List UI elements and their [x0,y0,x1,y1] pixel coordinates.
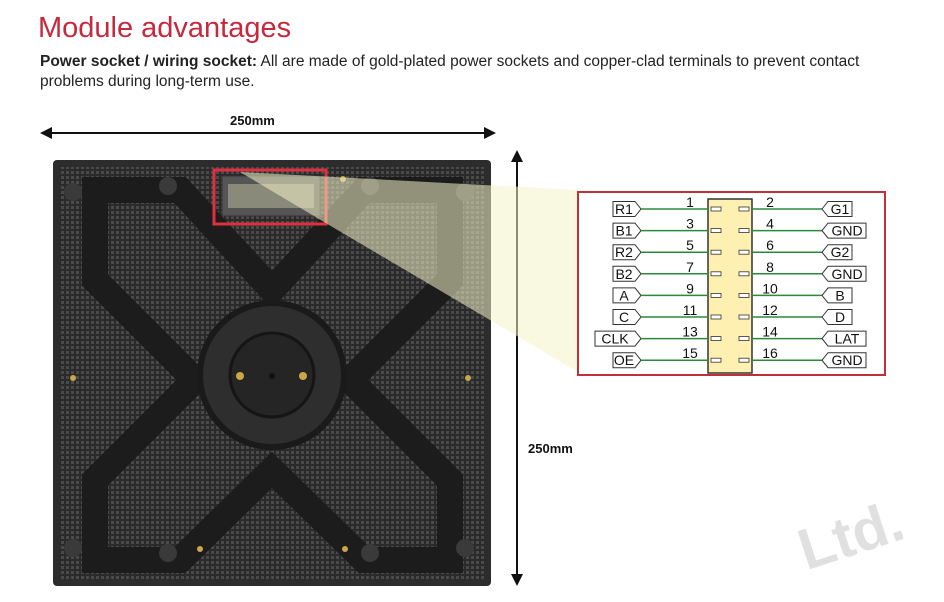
left-pin-number: 13 [682,324,698,340]
right-pin-stub [738,357,750,363]
pin-row: OE 15 16 GND [612,345,867,369]
left-signal-tag [612,222,642,239]
left-pin-number: 15 [682,345,698,361]
right-pin-stub [738,314,750,320]
left-signal-tag [612,201,642,217]
right-pin-number: 8 [766,259,774,275]
page-title: Module advantages [38,12,292,44]
right-signal-label: G1 [831,201,850,217]
left-signal-label: R2 [615,244,633,260]
right-pin-number: 2 [766,194,774,210]
left-signal-label: OE [614,352,634,368]
right-pin-number: 14 [762,324,778,340]
right-pin-number: 4 [766,216,774,232]
left-signal-tag [612,244,642,261]
right-signal-label: GND [831,266,862,282]
left-signal-label: B2 [615,266,632,282]
width-dimension-arrow [40,127,496,139]
description: Power socket / wiring socket: All are ma… [40,52,900,92]
left-pin-number: 7 [686,259,694,275]
pin-row: C 11 12 D [612,302,853,325]
left-pin-stub [710,336,722,342]
right-pin-stub [738,228,750,234]
left-signal-label: R1 [615,201,633,217]
left-signal-tag [612,287,642,304]
pin-row: A 9 10 B [612,280,853,304]
pin-row: R1 1 2 G1 [612,194,853,217]
pin-row: R2 5 6 G2 [612,237,853,261]
left-pin-stub [710,206,722,212]
right-signal-label: G2 [831,244,850,260]
left-pin-number: 5 [686,237,694,253]
right-signal-label: B [835,287,844,303]
right-pin-number: 16 [762,345,778,361]
right-signal-tag [821,330,867,347]
module-body [53,160,491,586]
right-signal-label: LAT [835,331,860,347]
right-signal-label: GND [831,223,862,239]
right-pin-stub [738,249,750,255]
left-pin-stub [710,357,722,363]
right-pin-number: 12 [762,302,778,318]
left-pin-stub [710,271,722,277]
width-label: 250mm [230,113,275,128]
right-pin-number: 6 [766,237,774,253]
right-pin-number: 10 [762,280,778,296]
right-signal-tag [821,201,853,217]
right-pin-stub [738,206,750,212]
right-pin-stub [738,292,750,298]
right-pin-stub [738,271,750,277]
left-pin-number: 9 [686,280,694,296]
right-signal-tag [821,309,853,325]
left-pin-stub [710,249,722,255]
left-signal-tag [612,309,642,325]
left-pin-stub [710,228,722,234]
left-signal-tag [612,352,642,369]
pin-row: CLK 13 14 LAT [594,324,867,347]
zoom-wedge [240,172,578,372]
description-text: All are made of gold-plated power socket… [40,53,860,90]
left-signal-label: C [619,309,629,325]
right-signal-tag [821,244,853,261]
left-signal-label: CLK [601,331,629,347]
left-pin-number: 3 [686,216,694,232]
right-signal-label: D [835,309,845,325]
right-signal-tag [821,222,867,239]
left-signal-label: B1 [615,223,632,239]
left-pin-stub [710,292,722,298]
left-signal-label: A [619,287,629,303]
left-signal-tag [612,265,642,282]
right-signal-label: GND [831,352,862,368]
right-signal-tag [821,287,853,304]
right-pin-stub [738,336,750,342]
right-signal-tag [821,352,867,369]
left-pin-number: 1 [686,194,694,210]
pin-row: B1 3 4 GND [612,216,867,239]
height-label: 250mm [528,441,573,456]
right-signal-tag [821,265,867,282]
left-pin-stub [710,314,722,320]
description-bold-lead: Power socket / wiring socket: [40,53,258,70]
left-pin-number: 11 [683,302,698,318]
left-signal-tag [594,330,642,347]
connector-body [707,198,753,374]
pin-row: B2 7 8 GND [612,259,867,282]
